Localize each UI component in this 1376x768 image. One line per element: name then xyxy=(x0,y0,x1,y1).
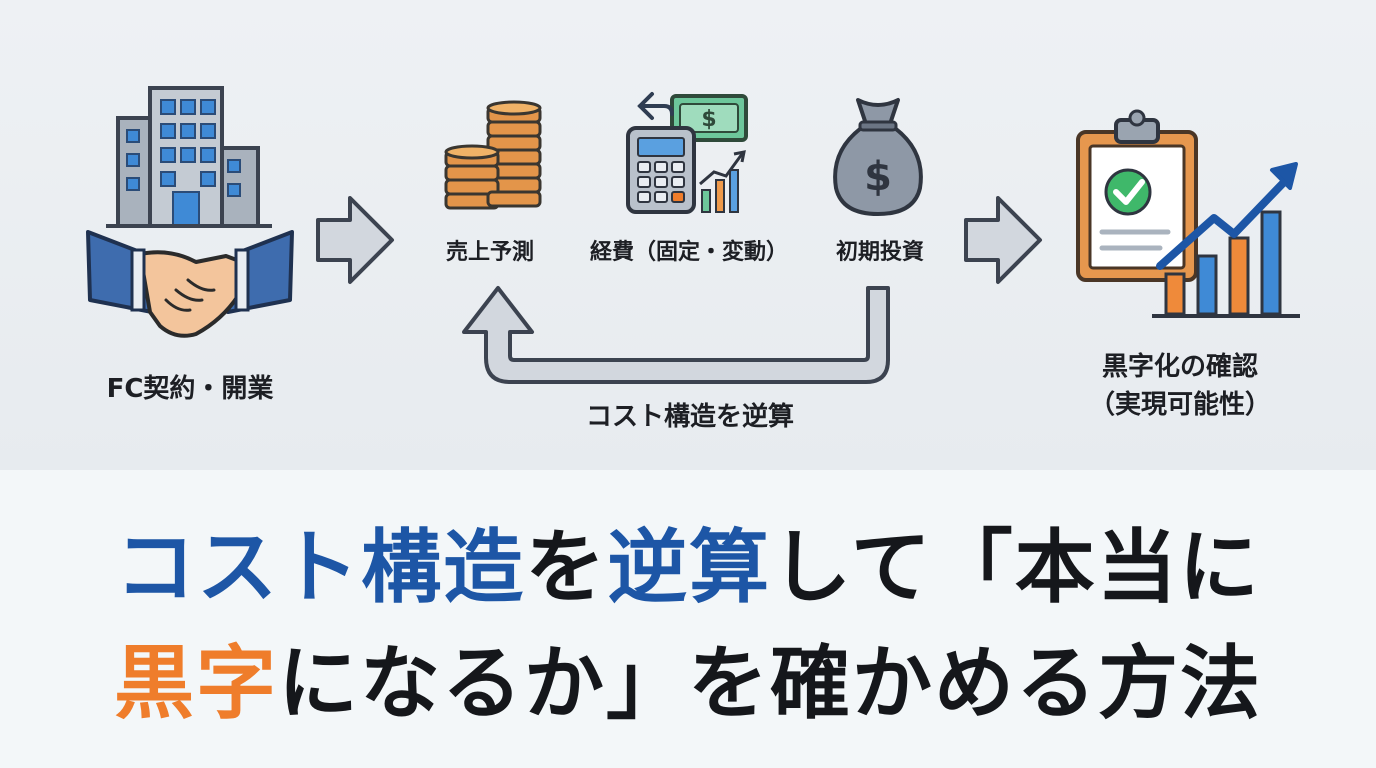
headline-panel xyxy=(0,470,1376,768)
handshake-icon xyxy=(86,230,294,338)
headline-highlight: コスト構造 xyxy=(115,521,526,614)
headline-highlight: 逆算 xyxy=(607,521,772,614)
coin-stack-icon xyxy=(444,100,542,210)
label-expenses: 経費（固定・変動） xyxy=(589,240,788,265)
bill-dollar-symbol: $ xyxy=(701,107,716,132)
headline-highlight: 黒字 xyxy=(114,637,278,730)
arrow-right-icon xyxy=(316,196,394,284)
calculator-bill-icon: $ xyxy=(626,92,748,214)
label-loop-reverse-calc: コスト構造を逆算 xyxy=(585,402,794,432)
label-fc-contract: FC契約・開業 xyxy=(106,374,274,404)
label-result-line2: （実現可能性） xyxy=(1088,390,1271,420)
headline-text: して「本当に xyxy=(771,521,1261,614)
label-result-line1: 黒字化の確認 xyxy=(1101,352,1258,382)
headline-text: を xyxy=(525,521,608,614)
arrow-right-icon xyxy=(964,196,1042,284)
illustration-art: $ $ xyxy=(86,86,1300,384)
growth-chart-icon xyxy=(1152,162,1300,318)
building-icon xyxy=(106,86,272,228)
headline-line-2: 黒字になるか」を確かめる方法 xyxy=(0,636,1376,732)
headline-line-1: コスト構造を逆算して「本当に xyxy=(0,520,1376,616)
clipboard-check-icon xyxy=(1076,109,1198,282)
headline-text: になるか」を確かめる方法 xyxy=(278,637,1262,730)
loop-arrow-icon xyxy=(462,286,890,384)
money-bag-icon: $ xyxy=(833,98,923,216)
label-initial-investment: 初期投資 xyxy=(835,240,924,265)
bag-dollar-symbol: $ xyxy=(864,154,892,200)
label-sales-forecast: 売上予測 xyxy=(445,240,534,265)
